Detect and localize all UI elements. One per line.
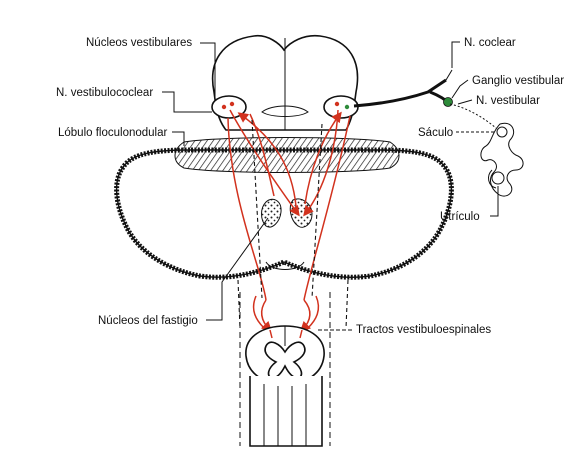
dash-column-right	[345, 279, 349, 329]
tract-end-left	[269, 329, 273, 339]
utricle-inner	[488, 169, 497, 189]
leader-fastigial-nuclei	[206, 217, 269, 321]
leader-cochlear-nerve	[451, 41, 460, 68]
cochlear-nerve-branch	[445, 69, 453, 81]
label-fastigial-nuclei: Núcleos del fastigio	[98, 315, 198, 327]
path-tract-right-b	[307, 295, 320, 329]
path-fastigial-to-nucleus-left	[237, 112, 297, 207]
flocculonodular-lobe	[174, 137, 400, 173]
path-left-mid	[249, 113, 275, 197]
dash-column-left	[237, 279, 241, 329]
path-tract-right	[299, 299, 312, 333]
label-utricle: Utrículo	[440, 211, 480, 223]
path-descending-left-outer	[227, 117, 267, 301]
vestibular-ganglion	[443, 97, 453, 107]
label-saccule: Sáculo	[418, 127, 453, 139]
path-tract-left	[260, 299, 273, 333]
nucleus-dot-right-a	[334, 101, 340, 107]
vermis-notch	[265, 261, 305, 270]
utricle	[491, 171, 505, 185]
dash-path-left	[251, 119, 263, 299]
leader-vestibular-nerve	[457, 99, 473, 105]
tract-end-right	[299, 329, 303, 339]
leader-vestibulocochlear-nerve	[162, 91, 212, 113]
nucleus-dot-right-b	[344, 104, 350, 110]
labyrinth	[480, 122, 524, 197]
label-vestibulocochlear-nerve: N. vestibulococlear	[56, 87, 153, 99]
nucleus-dot-left-b	[229, 101, 235, 107]
fourth-ventricle	[261, 105, 309, 117]
vestibular-nerve-fibers	[449, 103, 497, 129]
nucleus-dot-left-a	[221, 104, 227, 110]
path-nucleus-to-fastigial-left	[229, 109, 300, 217]
vestibular-nucleus-right	[323, 95, 359, 119]
leader-flocculonodular-lobe	[172, 131, 185, 146]
leader-utricle	[490, 186, 499, 217]
label-vestibular-nuclei: Núcleos vestibulares	[86, 37, 192, 49]
label-cochlear-nerve: N. coclear	[464, 37, 516, 49]
label-vestibular-ganglion: Ganglio vestibular	[472, 75, 564, 87]
label-flocculonodular-lobe: Lóbulo floculonodular	[58, 127, 168, 139]
vestibular-nucleus-left	[211, 95, 247, 119]
spinal-cord-lower	[249, 376, 323, 447]
path-descending-right-outer	[303, 115, 351, 301]
label-vestibular-nerve: N. vestibular	[476, 95, 540, 107]
leader-vestibular-ganglion	[451, 79, 469, 99]
path-tract-left-b	[252, 295, 265, 329]
path-fastigial-to-nucleus-right	[304, 111, 342, 205]
leader-vestibular-nuclei	[200, 42, 216, 100]
dash-path-right	[311, 123, 323, 299]
saccule	[496, 126, 508, 138]
vestibulocochlear-nerve	[353, 78, 452, 108]
label-vestibulospinal-tracts: Tractos vestibuloespinales	[356, 324, 491, 336]
